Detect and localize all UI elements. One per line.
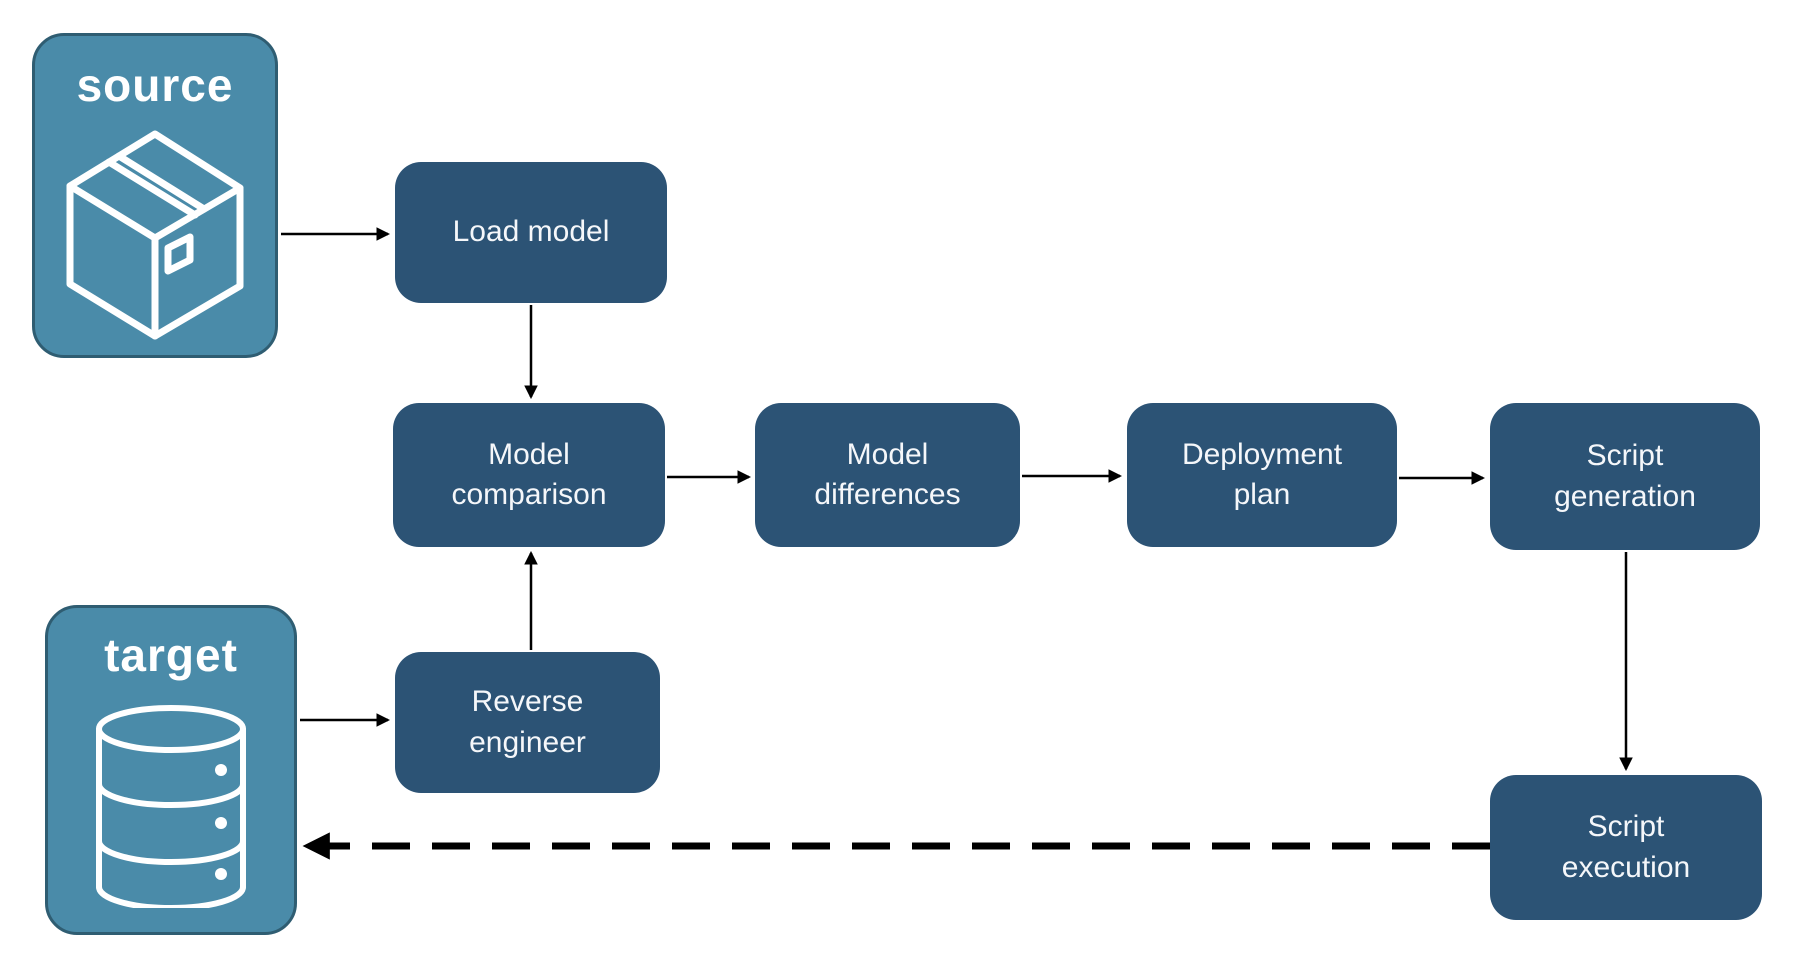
node-script-generation: Script generation: [1490, 403, 1760, 550]
node-script-execution: Script execution: [1490, 775, 1762, 920]
source-container: source: [32, 33, 278, 358]
node-model-comparison-label: Model comparison: [451, 437, 607, 512]
source-label: source: [76, 59, 234, 111]
node-load-model: Load model: [395, 162, 667, 303]
node-reverse-engineer: Reverse engineer: [395, 652, 660, 793]
node-reverse-engineer-label: Reverse engineer: [469, 685, 586, 759]
node-model-differences-label: Model differences: [814, 437, 961, 512]
node-deployment-plan: Deployment plan: [1127, 403, 1397, 547]
target-label: target: [104, 629, 238, 681]
node-load-model-label: Load model: [452, 215, 610, 249]
node-script-generation-label: Script generation: [1554, 439, 1696, 513]
target-container: target: [45, 605, 297, 935]
database-icon: [96, 705, 246, 908]
node-deployment-plan-label: Deployment plan: [1181, 437, 1343, 512]
node-model-comparison: Model comparison: [393, 403, 665, 547]
package-icon: [66, 130, 244, 340]
node-model-differences: Model differences: [755, 403, 1020, 547]
node-script-execution-label: Script execution: [1561, 810, 1691, 884]
